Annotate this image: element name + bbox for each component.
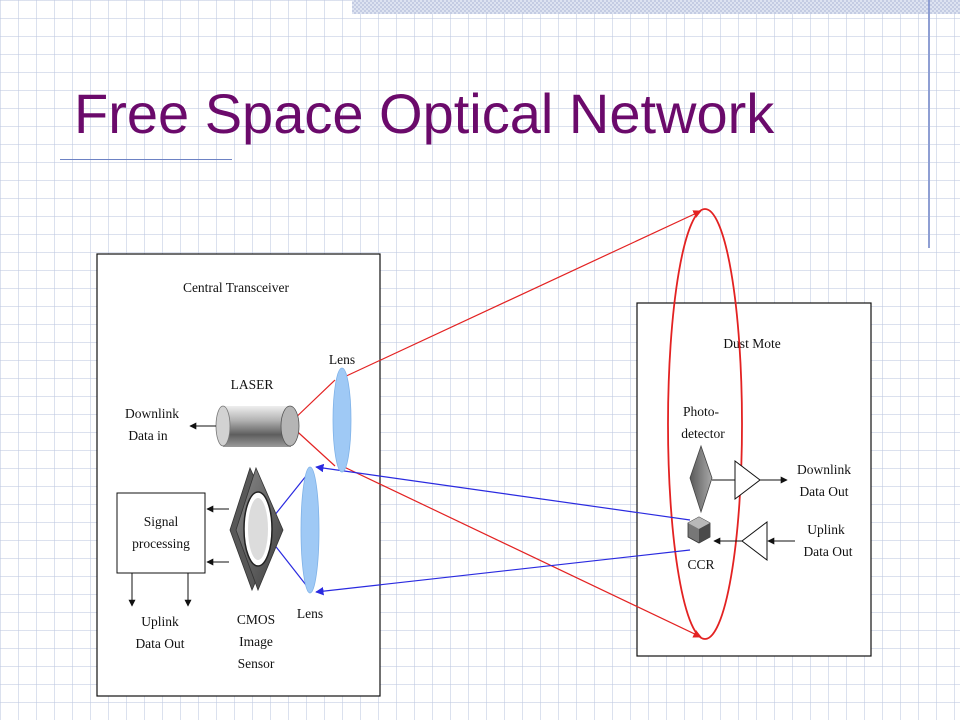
uplink-mote-label-2: Data Out [803, 544, 852, 559]
cmos-label-1: CMOS [237, 612, 275, 627]
ccr-icon [687, 516, 711, 544]
ccr-label: CCR [687, 557, 714, 572]
cmos-sensor-icon [229, 466, 284, 592]
laser-icon [215, 405, 300, 447]
lens-bottom-icon [300, 466, 320, 594]
laser-label: LASER [231, 377, 274, 392]
signal-processing-box [116, 492, 206, 574]
central-transceiver-box [96, 253, 381, 697]
downlink-in-label-2: Data in [128, 428, 168, 443]
photodetector-icon [689, 444, 713, 514]
uplink-mote-label-1: Uplink [807, 522, 845, 537]
central-transceiver-label: Central Transceiver [183, 280, 290, 295]
slide-title: Free Space Optical Network [74, 82, 775, 145]
photodetector-label-1: Photo- [683, 404, 720, 419]
signal-processing-label-2: processing [132, 536, 190, 551]
cmos-label-2: Image [239, 634, 273, 649]
title-underline [60, 159, 232, 160]
header-band [352, 0, 960, 14]
photodetector-label-2: detector [681, 426, 725, 441]
uplink-out-label-1: Uplink [141, 614, 179, 629]
downlink-out-label-1: Downlink [797, 462, 851, 477]
lens-bottom-label: Lens [297, 606, 323, 621]
downlink-amplifier-icon [734, 459, 761, 501]
beam-spot-ellipse [667, 208, 743, 640]
uplink-out-label-2: Data Out [135, 636, 184, 651]
downlink-out-label-2: Data Out [799, 484, 848, 499]
lens-top-icon [332, 367, 352, 473]
dust-mote-label: Dust Mote [723, 336, 780, 351]
right-accent-rule [928, 0, 930, 248]
downlink-in-label-1: Downlink [125, 406, 179, 421]
uplink-amplifier-icon [741, 520, 768, 562]
cmos-label-3: Sensor [238, 656, 275, 671]
lens-top-label: Lens [329, 352, 355, 367]
signal-processing-label-1: Signal [144, 514, 179, 529]
